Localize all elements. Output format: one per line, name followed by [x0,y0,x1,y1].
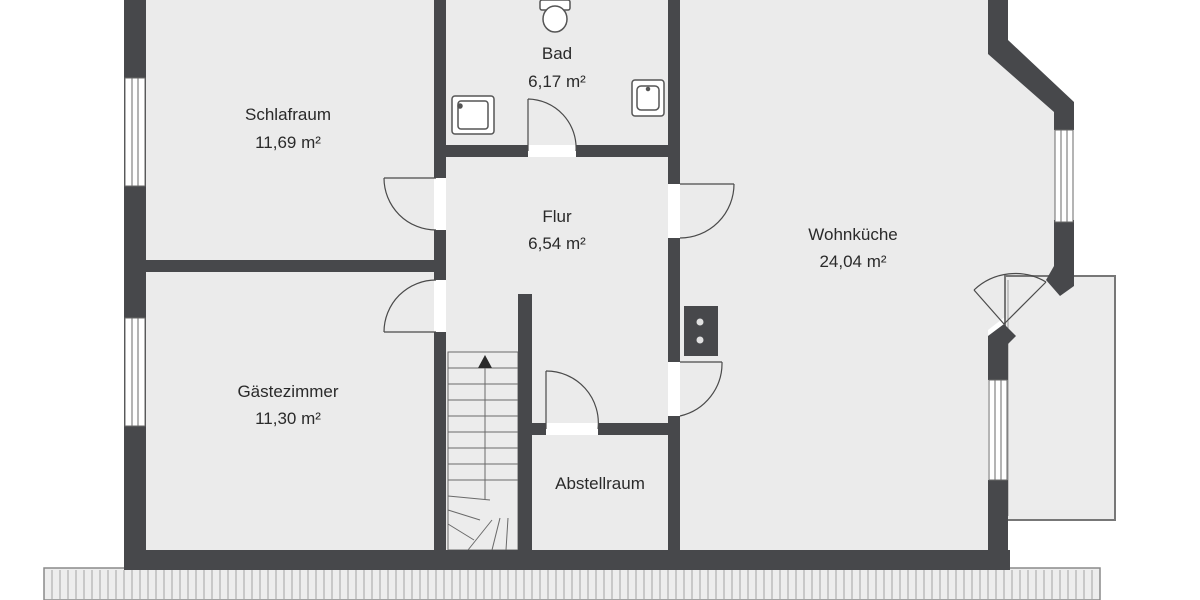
wall-stair [518,294,532,556]
wall-abstellraum [532,423,546,435]
terrace-strip [43,567,1101,600]
wall-flur-wohnkueche [668,238,680,362]
door-balcony [973,272,1047,325]
room-name-bad: Bad [542,44,572,63]
wall-bay-lower [988,324,1016,380]
wall-exterior-right [988,480,1008,570]
wall-flur-wohnkueche [668,0,680,184]
wall-interior-vertical-left [434,230,446,280]
stair-tread [467,519,493,551]
room-labels: Schlafraum 11,69 m² Bad 6,17 m² Flur 6,5… [237,44,897,493]
stair-tread [447,495,491,501]
stair-tread [505,517,509,551]
wall-flur-wohnkueche [668,416,680,556]
door-wohnkueche-upper [679,183,735,239]
room-area-flur: 6,54 m² [528,234,586,253]
wall-bay-lower [1046,266,1074,296]
toilet-icon [539,0,571,33]
fixtures [451,0,718,356]
washbasin-icon [631,79,665,117]
door-schlafraum [383,177,437,231]
window-wohnkueche-lower [988,379,1008,481]
wall-bay-side [1054,220,1074,280]
room-area-bad: 6,17 m² [528,72,586,91]
door-gaestezimmer [383,279,437,333]
floors [146,0,1055,550]
wall-interior-vertical-left [434,332,446,550]
door-abstellraum [545,370,599,430]
door-bad [527,98,577,152]
room-name-abstellraum: Abstellraum [555,474,645,493]
balcony-slab [1004,275,1116,521]
floor-wohnkueche [680,0,1055,550]
wall-exterior-bottom [124,550,1010,570]
floor-abstellraum [532,435,668,550]
doors [383,98,1047,430]
door-wohnkueche-lower [679,361,723,417]
room-name-wohnkueche: Wohnküche [808,225,897,244]
stair-tread [447,509,481,521]
wall-interior-vertical-left [434,0,446,178]
terrace-boards [51,570,1093,600]
window-schlafraum [124,77,146,187]
stove-icon [684,306,718,356]
room-name-flur: Flur [542,207,572,226]
window-gaestezimmer [124,317,146,427]
shower-tray-icon [451,95,495,135]
room-name-schlafraum: Schlafraum [245,105,331,124]
window-bay [1054,129,1074,223]
room-area-gaestezimmer: 11,30 m² [255,409,321,428]
wall-bad-flur [446,145,528,157]
stair-direction-arrow-icon [478,355,492,368]
balcony [1004,275,1116,521]
room-area-schlafraum: 11,69 m² [255,133,321,152]
wall-abstellraum [598,423,680,435]
walls [124,0,1074,570]
windows [124,77,1074,481]
room-name-gaestezimmer: Gästezimmer [237,382,338,401]
stair-tread [491,517,501,551]
wall-schlafraum-gaestezimmer [146,260,446,272]
floor-schlafraum [146,0,434,260]
wall-bay [988,40,1074,130]
wall-exterior-right [988,0,1008,50]
stair-tread [447,523,475,541]
wall-bad-flur [576,145,668,157]
staircase [447,351,519,551]
room-area-wohnkueche: 24,04 m² [819,252,886,271]
